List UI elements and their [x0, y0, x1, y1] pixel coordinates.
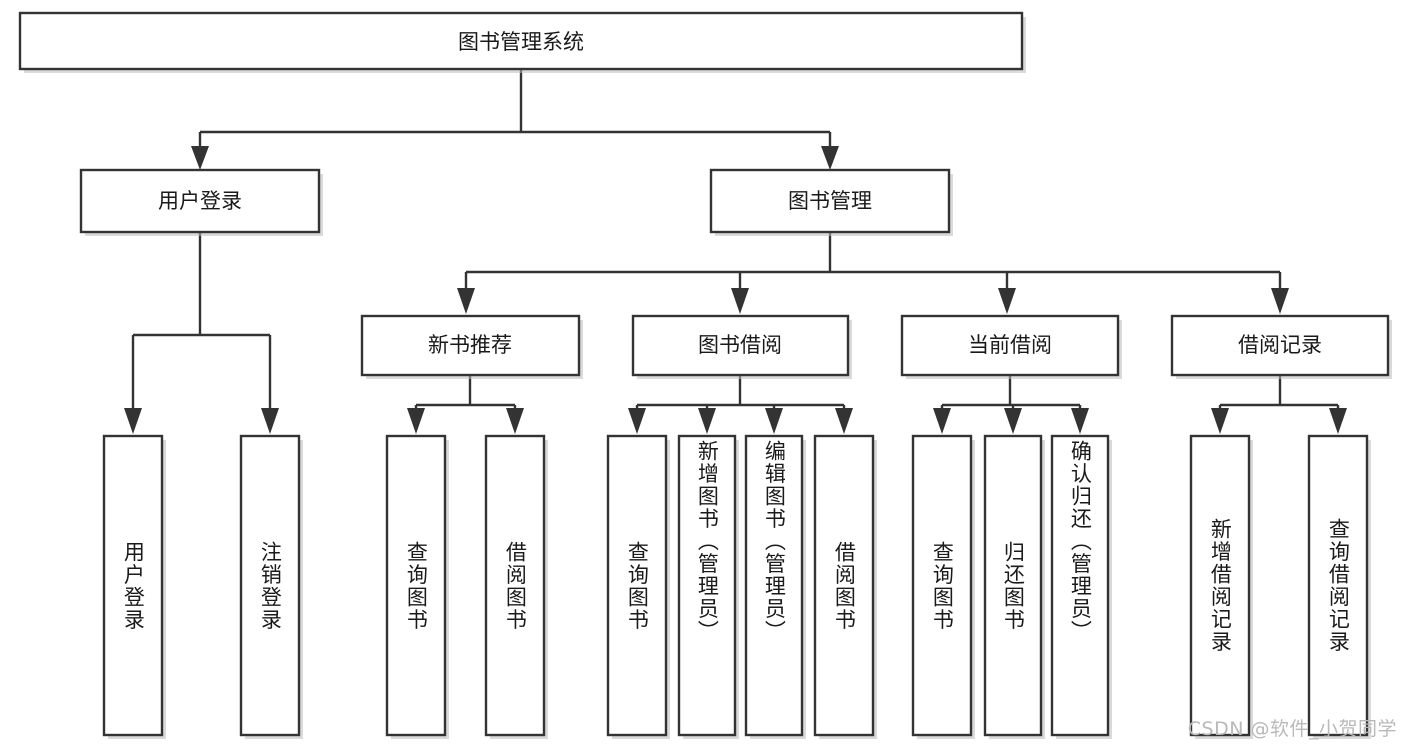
- node-book-borrow[interactable]: 图书借阅: [631, 314, 852, 379]
- arrow-head-leaf-add-borrow-record: [1211, 408, 1229, 434]
- arrow-head-leaf-borrow-book-recommend: [506, 408, 524, 434]
- node-root[interactable]: 图书管理系统: [18, 11, 1026, 73]
- arrow-head-user-login: [191, 146, 209, 170]
- leaf-boxes: [102, 434, 1371, 739]
- leaf-user-login-rect[interactable]: [102, 434, 164, 737]
- node-book-borrow-rect[interactable]: [631, 314, 850, 377]
- leaf-confirm-return-admin-rect[interactable]: [1050, 434, 1110, 737]
- node-new-book-recommend-label: 新书推荐: [428, 333, 512, 357]
- node-current-borrow-rect[interactable]: [900, 314, 1120, 377]
- node-borrow-record[interactable]: 借阅记录: [1170, 314, 1392, 379]
- node-root-rect[interactable]: [18, 11, 1024, 71]
- node-new-book-recommend-rect[interactable]: [360, 314, 581, 377]
- leaf-return-book-rect[interactable]: [983, 434, 1043, 737]
- node-user-login-label: 用户登录: [158, 189, 242, 213]
- leaf-add-book-admin-rect[interactable]: [677, 434, 737, 737]
- arrow-head-leaf-user-login: [124, 408, 142, 434]
- node-user-login-rect[interactable]: [79, 168, 321, 234]
- leaf-add-borrow-record-rect[interactable]: [1189, 434, 1251, 737]
- arrow-head-leaf-logout-login: [261, 408, 279, 434]
- arrow-head-leaf-query-borrow-record: [1329, 408, 1347, 434]
- leaf-edit-book-admin-rect[interactable]: [744, 434, 804, 737]
- node-new-book-recommend[interactable]: 新书推荐: [360, 314, 583, 379]
- node-book-manage[interactable]: 图书管理: [709, 168, 953, 236]
- node-root-label: 图书管理系统: [458, 30, 584, 54]
- arrow-head-current-borrow: [998, 288, 1016, 314]
- arrow-head-leaf-query-book-recommend: [407, 408, 425, 434]
- connector-layer: [124, 69, 1347, 434]
- arrow-head-book-manage: [821, 146, 839, 170]
- node-book-manage-rect[interactable]: [709, 168, 951, 234]
- leaf-borrow-book-recommend-rect[interactable]: [484, 434, 546, 737]
- leaf-query-borrow-record-rect[interactable]: [1307, 434, 1369, 737]
- leaf-logout-login-rect[interactable]: [239, 434, 301, 737]
- node-user-login[interactable]: 用户登录: [79, 168, 323, 236]
- csdn-watermark: CSDN @软件_小贺同学: [1187, 718, 1397, 740]
- leaf-query-book-current-rect[interactable]: [911, 434, 973, 737]
- arrow-head-leaf-confirm-return-admin: [1071, 408, 1089, 434]
- arrow-head-leaf-query-book-current: [933, 408, 951, 434]
- node-borrow-record-rect[interactable]: [1170, 314, 1390, 377]
- node-book-borrow-label: 图书借阅: [698, 333, 782, 357]
- arrow-head-leaf-borrow-book: [835, 408, 853, 434]
- arrow-head-book-borrow: [731, 288, 749, 314]
- leaf-query-book-borrow-rect[interactable]: [606, 434, 668, 737]
- arrow-head-leaf-query-book-borrow: [628, 408, 646, 434]
- arrow-head-leaf-return-book: [1004, 408, 1022, 434]
- arrow-head-leaf-add-book-admin: [698, 408, 716, 434]
- node-current-borrow-label: 当前借阅: [968, 333, 1052, 357]
- leaf-query-book-recommend-rect[interactable]: [385, 434, 447, 737]
- node-current-borrow[interactable]: 当前借阅: [900, 314, 1122, 379]
- arrow-head-leaf-edit-book-admin: [765, 408, 783, 434]
- node-borrow-record-label: 借阅记录: [1238, 333, 1322, 357]
- arrow-head-borrow-record: [1271, 288, 1289, 314]
- arrow-head-new-book-recommend: [457, 288, 475, 314]
- leaf-borrow-book-rect[interactable]: [813, 434, 875, 737]
- node-book-manage-label: 图书管理: [788, 189, 872, 213]
